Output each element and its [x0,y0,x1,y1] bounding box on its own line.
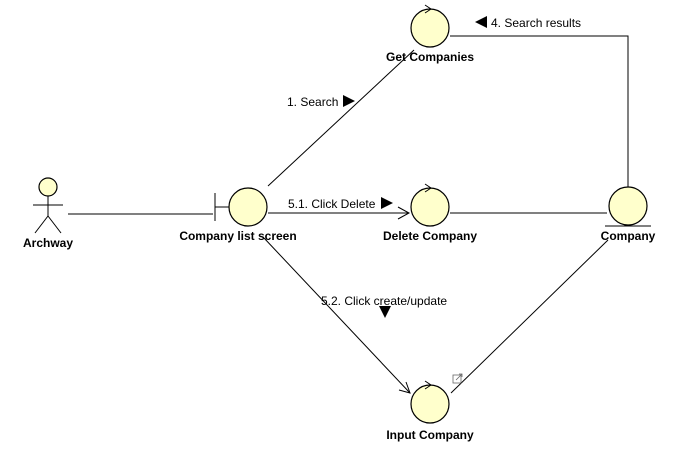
boundary-to-input-company-link [263,237,411,394]
control-icon [410,4,450,48]
arrow-right-icon [343,95,355,107]
entity-company[interactable]: Company [601,186,656,243]
company-to-input-company-link [450,239,609,394]
boundary-label: Company list screen [179,229,296,243]
message-search-label: 1. Search [287,95,338,109]
actor-archway[interactable]: Archway [23,177,73,250]
input-company-label: Input Company [386,428,474,442]
input-company-arrowhead [398,381,411,394]
message-search: 1. Search [287,95,355,109]
arrow-left-icon [475,16,487,28]
company-label: Company [601,229,656,243]
control-input-company[interactable]: Input Company [386,373,474,442]
message-click-create-update: 5.2. Click create/update [321,294,447,318]
boundary-icon [214,187,268,227]
boundary-company-list-screen[interactable]: Company list screen [179,187,297,243]
message-click-delete: 5.1. Click Delete [288,197,393,211]
control-icon [410,183,450,227]
control-get-companies[interactable]: Get Companies [386,4,474,64]
actor-label: Archway [23,236,73,250]
connections [68,35,629,394]
arrow-down-icon [379,306,391,318]
boundary-to-get-companies-link [267,49,415,187]
control-delete-company[interactable]: Delete Company [383,183,477,243]
control-icon [410,380,450,424]
delete-company-label: Delete Company [383,229,477,243]
company-to-get-companies-link [450,35,629,187]
entity-icon [605,186,651,227]
message-click-delete-label: 5.1. Click Delete [288,197,376,211]
message-click-create-update-label: 5.2. Click create/update [321,294,447,308]
external-link-icon[interactable] [452,373,463,384]
message-search-results-label: 4. Search results [491,16,581,30]
arrow-right-icon [381,197,393,209]
delete-to-boundary-arrowhead [397,206,411,220]
message-search-results: 4. Search results [475,16,581,30]
stick-figure-actor-icon [33,177,63,234]
get-companies-label: Get Companies [386,50,474,64]
